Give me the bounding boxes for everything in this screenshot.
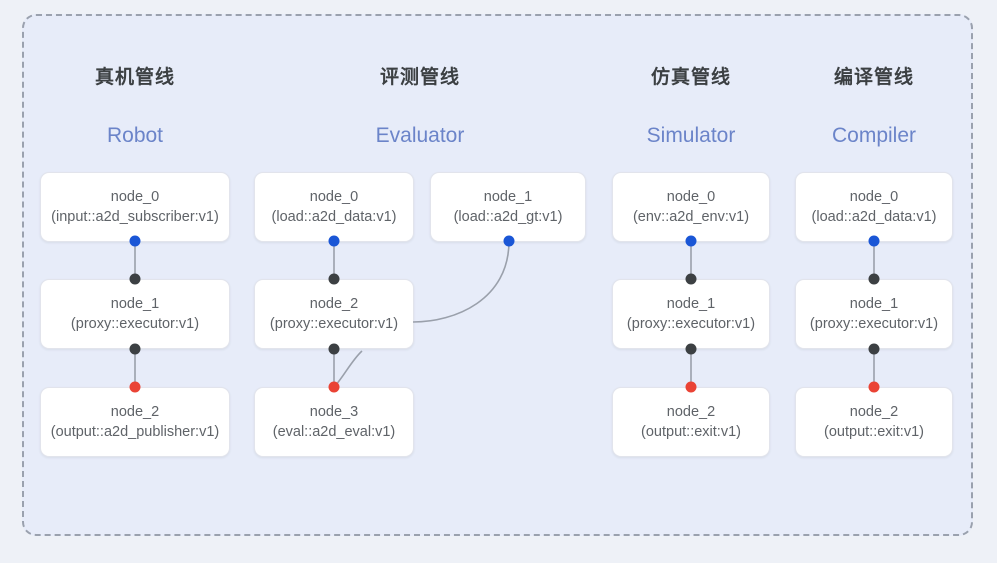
column-subtitle-simulator: Simulator (646, 124, 736, 147)
node-card-robot-1[interactable]: node_1 (proxy::executor:v1) (40, 279, 230, 349)
node-card-robot-0[interactable]: node_0 (input::a2d_subscriber:v1) (40, 172, 230, 242)
pipeline-panel (22, 14, 973, 536)
node-card-evaluator-1[interactable]: node_1 (load::a2d_gt:v1) (430, 172, 586, 242)
port-middle-icon[interactable] (129, 273, 141, 285)
column-title-simulator: 仿真管线 (650, 67, 731, 88)
node-id: node_1 (666, 296, 716, 312)
port-middle-icon[interactable] (685, 273, 697, 285)
node-card-compiler-0[interactable]: node_0 (load::a2d_data:v1) (795, 172, 953, 242)
node-kind: (load::a2d_gt:v1) (453, 209, 563, 225)
node-kind: (load::a2d_data:v1) (271, 209, 397, 225)
node-id: node_0 (309, 189, 359, 205)
port-output-icon[interactable] (129, 381, 141, 393)
node-id: node_1 (110, 296, 160, 312)
node-kind: (output::exit:v1) (641, 424, 741, 440)
node-kind: (output::a2d_publisher:v1) (50, 424, 220, 440)
node-id: node_2 (666, 404, 716, 420)
node-id: node_0 (666, 189, 716, 205)
node-kind: (load::a2d_data:v1) (811, 209, 937, 225)
node-id: node_1 (849, 296, 899, 312)
port-input-icon[interactable] (685, 235, 697, 247)
node-kind: (input::a2d_subscriber:v1) (51, 209, 219, 225)
column-title-compiler: 编译管线 (833, 67, 914, 88)
node-id: node_0 (849, 189, 899, 205)
port-middle-icon[interactable] (129, 343, 141, 355)
node-id: node_2 (110, 404, 160, 420)
port-input-icon[interactable] (129, 235, 141, 247)
port-input-icon[interactable] (328, 235, 340, 247)
column-subtitle-compiler: Compiler (831, 124, 917, 147)
port-output-icon[interactable] (685, 381, 697, 393)
node-id: node_3 (309, 404, 359, 420)
node-card-robot-2[interactable]: node_2 (output::a2d_publisher:v1) (40, 387, 230, 457)
node-kind: (env::a2d_env:v1) (632, 209, 750, 225)
node-kind: (eval::a2d_eval:v1) (272, 424, 396, 440)
node-card-simulator-0[interactable]: node_0 (env::a2d_env:v1) (612, 172, 770, 242)
node-kind: (proxy::executor:v1) (626, 316, 756, 332)
node-id: node_2 (849, 404, 899, 420)
port-input-icon[interactable] (868, 235, 880, 247)
node-card-simulator-2[interactable]: node_2 (output::exit:v1) (612, 387, 770, 457)
node-card-evaluator-3[interactable]: node_3 (eval::a2d_eval:v1) (254, 387, 414, 457)
node-card-simulator-1[interactable]: node_1 (proxy::executor:v1) (612, 279, 770, 349)
column-title-robot: 真机管线 (94, 67, 175, 88)
column-subtitle-evaluator: Evaluator (375, 124, 465, 147)
node-card-compiler-2[interactable]: node_2 (output::exit:v1) (795, 387, 953, 457)
column-title-evaluator: 评测管线 (379, 67, 460, 88)
node-id: node_2 (309, 296, 359, 312)
port-input-icon[interactable] (503, 235, 515, 247)
column-subtitle-robot: Robot (106, 124, 164, 147)
port-middle-icon[interactable] (868, 273, 880, 285)
port-middle-icon[interactable] (868, 343, 880, 355)
node-kind: (proxy::executor:v1) (269, 316, 399, 332)
node-id: node_1 (483, 189, 533, 205)
node-card-evaluator-2[interactable]: node_2 (proxy::executor:v1) (254, 279, 414, 349)
node-kind: (proxy::executor:v1) (809, 316, 939, 332)
node-kind: (proxy::executor:v1) (70, 316, 200, 332)
node-id: node_0 (110, 189, 160, 205)
port-middle-icon[interactable] (328, 273, 340, 285)
port-output-icon[interactable] (328, 381, 340, 393)
port-middle-icon[interactable] (685, 343, 697, 355)
port-middle-icon[interactable] (328, 343, 340, 355)
node-kind: (output::exit:v1) (824, 424, 924, 440)
node-card-compiler-1[interactable]: node_1 (proxy::executor:v1) (795, 279, 953, 349)
node-card-evaluator-0[interactable]: node_0 (load::a2d_data:v1) (254, 172, 414, 242)
port-output-icon[interactable] (868, 381, 880, 393)
